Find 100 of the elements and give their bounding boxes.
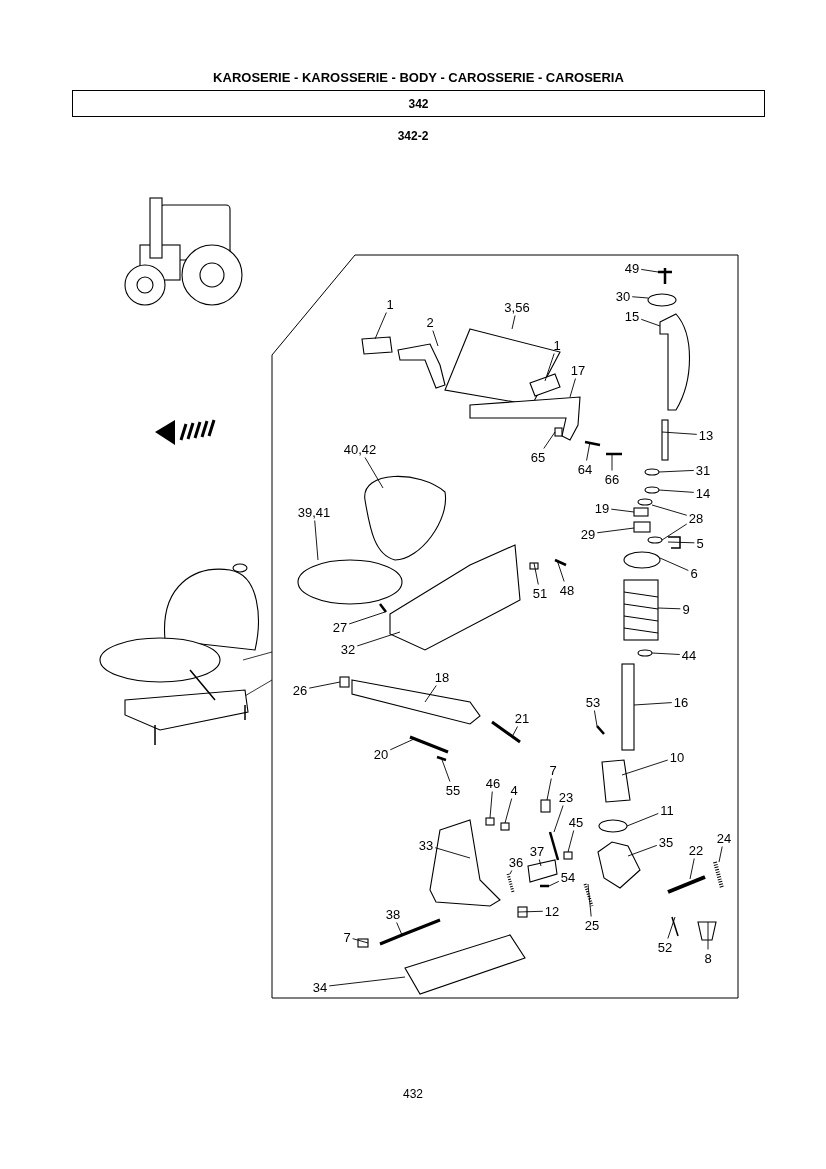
screw-drawing <box>379 603 387 613</box>
callout-number: 9 <box>681 601 691 617</box>
leader-line <box>667 916 676 939</box>
shaft-drawing <box>667 875 706 894</box>
callout-number: 3,56 <box>503 299 531 315</box>
seat-pad-drawing <box>361 336 393 355</box>
callout-number: 49 <box>623 260 641 276</box>
callout-number: 25 <box>583 917 601 933</box>
callout-number: 23 <box>557 789 575 805</box>
lever-drawing <box>397 343 446 389</box>
callout-number: 26 <box>291 682 309 698</box>
lever-drawing <box>597 841 641 889</box>
leader-line <box>511 726 518 738</box>
callout-number: 55 <box>444 782 462 798</box>
pin-drawing <box>606 452 622 456</box>
leader-line <box>659 557 689 571</box>
leader-line <box>707 921 709 950</box>
spring-drawing <box>506 873 515 893</box>
nut-drawing <box>500 822 510 831</box>
pin-drawing <box>540 884 549 888</box>
callout-number: 37 <box>528 843 546 859</box>
backrest-cushion-drawing <box>364 475 447 561</box>
figure-number: 342-2 <box>397 129 429 143</box>
shock-absorber-drawing <box>621 663 635 751</box>
leader-line <box>544 353 555 382</box>
callout-number: 36 <box>507 854 525 870</box>
ring-drawing <box>598 819 628 833</box>
callout-number: 33 <box>417 837 435 853</box>
callout-number: 28 <box>687 510 705 526</box>
washer-drawing <box>647 536 663 544</box>
leader-line <box>651 652 681 655</box>
callout-number: 18 <box>433 669 451 685</box>
nut-drawing <box>554 427 563 437</box>
callout-number: 48 <box>558 582 576 598</box>
leader-line <box>610 508 635 513</box>
leader-line <box>586 441 591 461</box>
leader-line <box>657 607 681 610</box>
callout-number: 38 <box>384 906 402 922</box>
leader-line <box>548 880 560 887</box>
leader-line <box>348 611 386 625</box>
callout-number: 10 <box>668 749 686 765</box>
seat-pan-drawing <box>389 544 521 651</box>
callout-number: 65 <box>529 449 547 465</box>
pin-drawing <box>671 916 679 937</box>
page-number: 432 <box>403 1087 423 1101</box>
bolt-drawing <box>656 266 674 286</box>
callout-number: 22 <box>687 842 705 858</box>
leader-line <box>587 883 592 917</box>
leader-line <box>556 559 565 582</box>
leader-line <box>517 910 544 913</box>
callout-number: 15 <box>623 308 641 324</box>
knob-drawing <box>647 293 677 307</box>
washer-drawing <box>644 486 660 494</box>
spring-drawing <box>623 579 659 641</box>
leader-line <box>489 791 493 819</box>
pin-drawing <box>436 755 447 762</box>
leader-line <box>593 710 598 727</box>
leader-line <box>667 541 695 544</box>
callout-number: 34 <box>311 979 329 995</box>
callout-number: 14 <box>694 485 712 501</box>
callout-number: 52 <box>656 939 674 955</box>
seat-cushion-drawing <box>297 559 403 605</box>
leader-line <box>546 778 552 801</box>
callout-number: 5 <box>695 535 705 551</box>
leader-line <box>328 976 406 987</box>
callout-number: 24 <box>715 830 733 846</box>
section-number-box: 342 <box>72 90 765 117</box>
cover-drawing <box>659 313 691 411</box>
leader-line <box>364 457 384 489</box>
callout-number: 40,42 <box>342 441 378 457</box>
leader-line <box>504 798 513 824</box>
callout-number: 13 <box>697 427 715 443</box>
leader-line <box>567 830 575 853</box>
callout-number: 32 <box>339 641 357 657</box>
leader-line <box>352 938 369 944</box>
leader-line <box>432 330 439 347</box>
leader-line <box>626 813 659 827</box>
leader-line <box>533 562 539 585</box>
callout-number: 8 <box>703 950 713 966</box>
screw-drawing <box>554 558 567 567</box>
callout-number: 21 <box>513 710 531 726</box>
callout-number: 45 <box>567 814 585 830</box>
leader-line <box>633 702 673 706</box>
leader-line <box>596 527 635 534</box>
leader-line <box>661 431 698 435</box>
leader-line <box>308 681 341 689</box>
clip-drawing <box>667 536 681 549</box>
leader-line <box>543 431 556 449</box>
callout-number: 54 <box>559 869 577 885</box>
callout-number: 1 <box>552 337 562 353</box>
callout-number: 2 <box>425 314 435 330</box>
leader-line <box>440 756 451 782</box>
leader-line <box>511 315 516 330</box>
washer-drawing <box>637 649 653 657</box>
leader-line <box>434 847 471 859</box>
leader-line <box>627 844 658 857</box>
washer-drawing <box>644 468 660 476</box>
leader-line <box>569 378 576 398</box>
leader-line <box>651 504 688 516</box>
leader-line <box>389 738 415 751</box>
